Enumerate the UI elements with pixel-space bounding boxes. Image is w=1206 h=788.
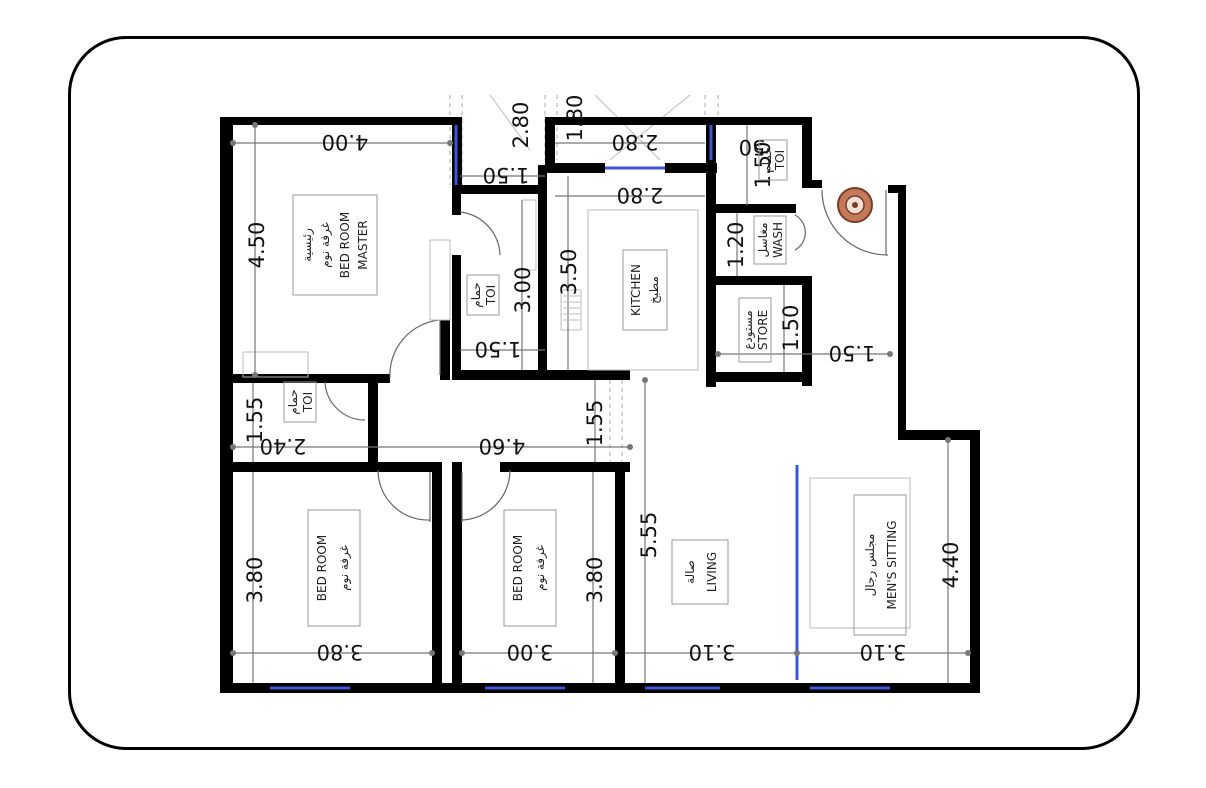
doors [324, 189, 889, 522]
label-kitchen-en: KITCHEN [629, 264, 643, 316]
dim-3-00-bottom: 3.00 [507, 640, 554, 664]
dim-2-80-c: 2.80 [617, 183, 664, 207]
dim-1-55-mid: 1.55 [583, 400, 607, 447]
entrance-marker-icon [837, 187, 873, 223]
dim-3-80-bottom: 3.80 [317, 640, 364, 664]
label-bed-mid-ar: غرفة نوم [533, 545, 548, 591]
dim-1-50-right: 1.50 [829, 341, 876, 365]
dim-2-80-top: 2.80 [509, 102, 533, 149]
label-master-en: BED ROOM [338, 212, 352, 278]
room-wash: مغاسل WASH [753, 215, 787, 265]
dim-2-40: 2.40 [260, 434, 307, 458]
room-living: صالة LIVING [671, 539, 729, 605]
dim-3-80-mid-v: 3.80 [583, 557, 607, 604]
label-toi-service-ar: حمام [760, 147, 774, 172]
room-bedroom-left: BED ROOM غرفة نوم [307, 509, 361, 627]
dim-3-10-b: 3.10 [860, 640, 907, 664]
label-living-ar: صالة [683, 560, 697, 584]
windows [270, 125, 890, 690]
label-toi-top-en: TOI [484, 285, 498, 306]
label-bed-left-ar: غرفة نوم [337, 545, 352, 591]
label-toi-hall-ar: حمام [286, 389, 300, 414]
dim-3-00: 3.00 [511, 267, 535, 314]
room-kitchen: KITCHEN مطبخ [622, 249, 668, 331]
label-sitting-en: MEN'S SITTING [885, 520, 899, 609]
dim-2-80-b: 2.80 [612, 130, 659, 154]
label-wash-ar: مغاسل [756, 222, 770, 257]
label-sitting-ar: مجلس رجال [863, 534, 878, 597]
label-living-en: LIVING [705, 552, 719, 592]
label-toi-service-en: TOI [773, 150, 787, 171]
label-toi-hall-en: TOI [301, 392, 315, 413]
label-bed-mid-en: BED ROOM [511, 535, 525, 601]
dim-3-80-left-v: 3.80 [243, 557, 267, 604]
label-master-en2: MASTER [356, 220, 370, 269]
label-toi-top-ar: حمام [469, 282, 483, 307]
label-master-ar: غرفة نوم [318, 222, 333, 268]
dim-4-40: 4.40 [939, 542, 963, 589]
label-store-ar: مستودع [741, 310, 756, 349]
dim-3-50: 3.50 [557, 249, 581, 296]
room-store: مستودع STORE [738, 297, 772, 363]
label-master-ar2: رئيسية [300, 228, 315, 262]
dim-50: 50 [739, 135, 766, 159]
dim-1-50-toi2: 1.50 [475, 337, 522, 361]
room-toilet-hall: حمام TOI [283, 381, 317, 423]
dim-1-20: 1.20 [724, 222, 748, 269]
stair-hatch [563, 295, 580, 321]
dim-1-80-top: 1.80 [563, 95, 587, 142]
dim-3-10-a: 3.10 [689, 640, 736, 664]
drawing-frame [68, 36, 1140, 750]
room-labels: رئيسية غرفة نوم BED ROOM MASTER حمام TOI… [283, 139, 907, 636]
dimension-lines [230, 122, 971, 683]
room-mens-sitting: مجلس رجال MEN'S SITTING [853, 494, 907, 636]
dim-1-50-store: 1.50 [779, 305, 803, 352]
dim-1-50-a: 1.50 [483, 163, 530, 187]
dim-5-55: 5.55 [637, 512, 661, 559]
dim-4-00: 4.00 [322, 130, 369, 154]
room-toilet-top: حمام TOI [466, 274, 500, 316]
dim-4-60: 4.60 [479, 434, 526, 458]
label-store-en: STORE [756, 310, 770, 350]
room-bedroom-mid: BED ROOM غرفة نوم [503, 509, 557, 627]
dimension-labels: 4.00 4.50 2.80 1.80 1.50 2.80 2.80 50 1.… [243, 95, 963, 664]
label-wash-en: WASH [771, 222, 785, 258]
label-bed-left-en: BED ROOM [315, 535, 329, 601]
room-master-bedroom: رئيسية غرفة نوم BED ROOM MASTER [292, 194, 378, 296]
dim-4-50: 4.50 [245, 222, 269, 269]
walls [220, 117, 980, 693]
dim-1-55-left: 1.55 [243, 397, 267, 444]
room-toilet-service: حمام TOI [758, 139, 788, 181]
label-kitchen-ar: مطبخ [647, 276, 661, 304]
dim-1-50-toi: 1.50 [751, 142, 775, 189]
